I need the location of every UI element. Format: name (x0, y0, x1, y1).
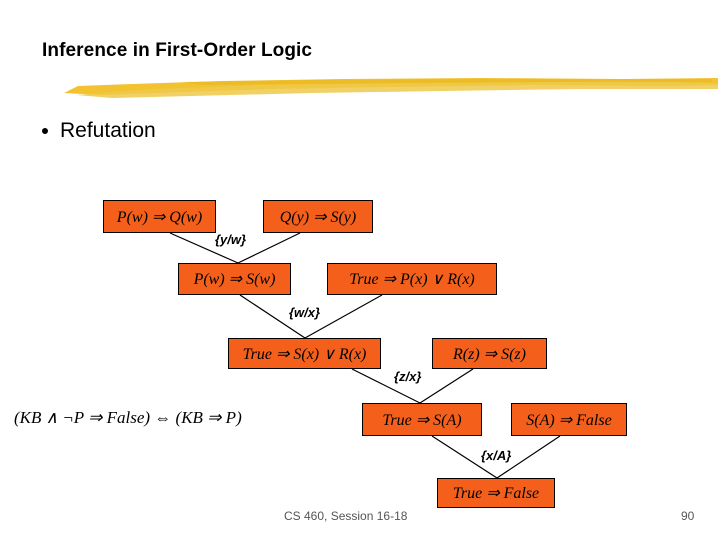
substitution-label: {x/A} (480, 448, 513, 463)
clause-box: R(z) ⇒ S(z) (432, 338, 547, 369)
clause-box: True ⇒ P(x) ∨ R(x) (327, 263, 497, 295)
clause-box: P(w) ⇒ S(w) (178, 263, 291, 295)
clause-box: Q(y) ⇒ S(y) (263, 200, 373, 233)
refutation-equivalence-formula: (KB ∧ ¬P ⇒ False) ⇔ (KB ⇒ P) (14, 408, 242, 427)
footer-page-number: 90 (681, 509, 695, 523)
proof-tree-edge (419, 368, 474, 404)
clause-box: P(w) ⇒ Q(w) (103, 200, 216, 233)
clause-box: True ⇒ False (437, 478, 555, 508)
substitution-label: {y/w} (214, 232, 248, 247)
clause-box: True ⇒ S(x) ∨ R(x) (228, 338, 381, 369)
clause-box: True ⇒ S(A) (362, 403, 482, 436)
proof-tree-edge (237, 232, 301, 264)
substitution-label: {z/x} (393, 369, 423, 384)
bullet-item-refutation: Refutation (42, 119, 156, 143)
bullet-item-label: Refutation (60, 119, 156, 142)
bullet-dot-icon (42, 128, 48, 134)
page-title: Inference in First-Order Logic (42, 40, 313, 61)
clause-box: S(A) ⇒ False (511, 403, 627, 436)
substitution-label: {w/x} (288, 305, 322, 320)
footer-course-label: CS 460, Session 16-18 (284, 509, 408, 523)
